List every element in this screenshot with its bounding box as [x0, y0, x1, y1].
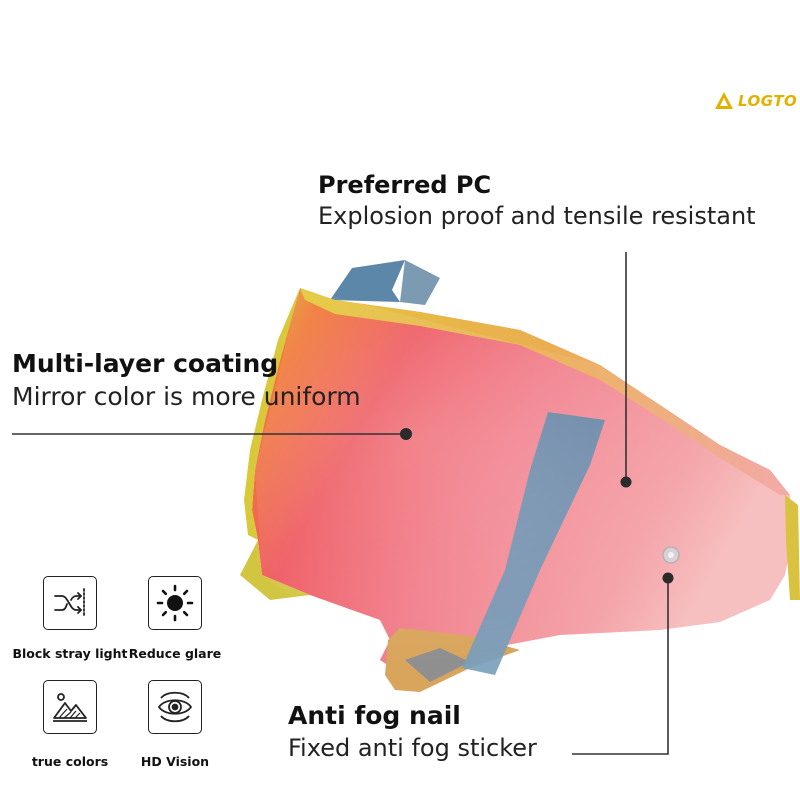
logo-triangle-icon — [715, 92, 733, 109]
mountain-icon — [53, 693, 87, 722]
eye-icon — [157, 691, 193, 723]
visor-left-fin — [240, 540, 310, 600]
feature-icon-box — [148, 680, 202, 734]
visor-top-tab — [330, 260, 405, 302]
dot-multi-layer — [400, 428, 412, 440]
callout-desc: Fixed anti fog sticker — [288, 733, 537, 762]
visor-top-tab-right — [400, 260, 440, 305]
feature-icon-box — [43, 680, 97, 734]
feature-hd-vision: HD Vision — [115, 680, 235, 769]
callout-multi-layer-coating: Multi-layer coating Mirror color is more… — [12, 348, 361, 413]
feature-label: HD Vision — [140, 754, 210, 769]
leader-anti-fog — [572, 578, 669, 755]
sun-icon — [156, 584, 194, 622]
visor-right-edge — [785, 495, 800, 600]
feature-reduce-glare: Reduce glare — [115, 576, 235, 661]
dot-preferred-pc — [620, 476, 632, 488]
feature-block-stray-light: Block stray light — [10, 576, 130, 661]
callout-title: Multi-layer coating — [12, 349, 279, 378]
feature-true-colors: true colors — [10, 680, 130, 769]
feature-label: Reduce glare — [128, 646, 222, 661]
feature-icon-box — [43, 576, 97, 630]
feature-label: Block stray light — [12, 646, 128, 661]
callout-title: Preferred PC — [318, 171, 492, 199]
feature-label: true colors — [31, 754, 109, 769]
brand-logo: LOGTO — [714, 86, 797, 116]
feature-icon-box — [148, 576, 202, 630]
callout-preferred-pc: Preferred PC Explosion proof and tensile… — [318, 170, 756, 232]
shuffle-arrows-icon — [54, 588, 85, 618]
dot-anti-fog — [662, 572, 674, 584]
callout-anti-fog-nail: Anti fog nail Fixed anti fog sticker — [288, 700, 537, 764]
logo-text: LOGTO — [738, 92, 798, 110]
callout-desc: Explosion proof and tensile resistant — [318, 202, 756, 231]
callout-title: Anti fog nail — [288, 701, 461, 730]
callout-desc: Mirror color is more uniform — [12, 381, 361, 411]
visor-left-edge — [244, 288, 300, 540]
